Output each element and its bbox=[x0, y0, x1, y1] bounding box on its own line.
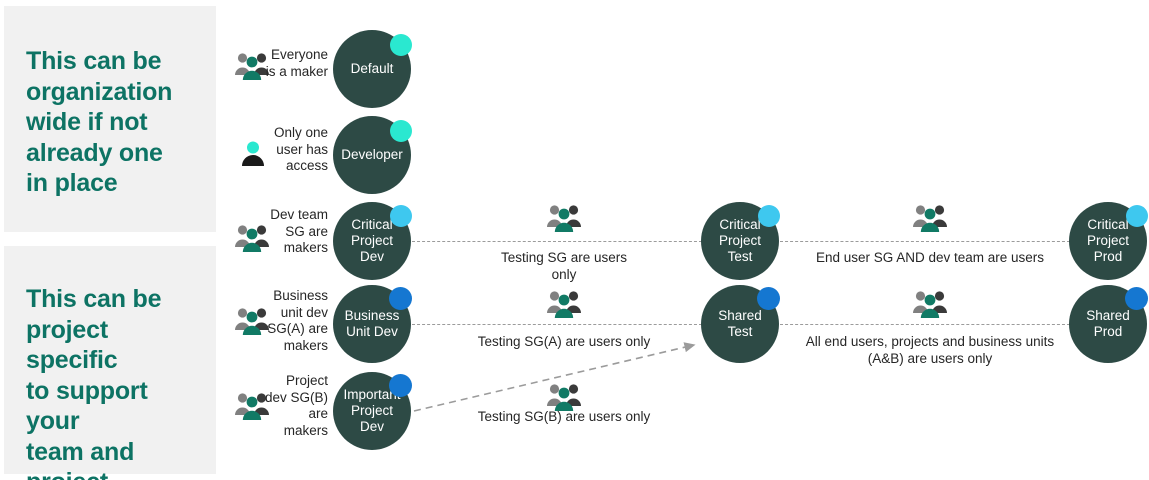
connector-critical-dev-to-test bbox=[412, 241, 702, 242]
connector-shared-test-to-prod bbox=[780, 324, 1070, 325]
single-person-icon bbox=[240, 140, 266, 168]
badge-business-unit-dev bbox=[389, 287, 412, 310]
badge-shared-test bbox=[757, 287, 780, 310]
node-default[interactable]: Default bbox=[333, 30, 412, 108]
group-of-three-people-icon bbox=[546, 381, 582, 413]
node-shared-test[interactable]: Shared Test bbox=[701, 285, 780, 363]
node-critical-project-prod[interactable]: Critical Project Prod bbox=[1069, 202, 1148, 280]
caption-testing-sg-users: Testing SG are users only bbox=[500, 250, 628, 282]
node-label-default: Default bbox=[350, 60, 394, 76]
badge-critical-project-dev bbox=[390, 205, 412, 227]
badge-critical-project-test bbox=[758, 205, 780, 227]
callout-box-organization: This can be organization wide if not alr… bbox=[4, 6, 216, 232]
badge-shared-prod bbox=[1125, 287, 1148, 310]
node-label-shared-test: Shared Test bbox=[718, 307, 762, 339]
group-of-three-people-icon bbox=[912, 202, 948, 234]
connector-shared-dev-to-test bbox=[412, 324, 702, 325]
badge-important-project-dev bbox=[389, 374, 412, 397]
group-of-three-people-icon bbox=[234, 390, 270, 422]
group-of-three-people-icon bbox=[546, 288, 582, 320]
callout-box-project: This can be project specific to support … bbox=[4, 246, 216, 480]
node-shared-prod[interactable]: Shared Prod bbox=[1069, 285, 1148, 363]
node-critical-project-test[interactable]: Critical Project Test bbox=[701, 202, 780, 280]
badge-developer bbox=[390, 120, 412, 142]
group-of-three-people-icon bbox=[912, 288, 948, 320]
node-label-business-unit-dev: Business Unit Dev bbox=[344, 307, 400, 339]
caption-testing-sgb-users: Testing SG(B) are users only bbox=[477, 409, 651, 424]
group-of-three-people-icon bbox=[234, 222, 270, 254]
caption-all-end-users: All end users, projects and business uni… bbox=[805, 334, 1055, 366]
caption-end-user-sg-dev-team: End user SG AND dev team are users bbox=[815, 250, 1045, 265]
node-label-critical-project-prod: Critical Project Prod bbox=[1086, 216, 1130, 265]
node-label-shared-prod: Shared Prod bbox=[1086, 307, 1130, 339]
node-developer[interactable]: Developer bbox=[333, 116, 412, 194]
badge-critical-project-prod bbox=[1126, 205, 1148, 227]
node-important-project-dev[interactable]: Important Project Dev bbox=[333, 372, 412, 450]
callout-text-project: This can be project specific to support … bbox=[26, 285, 162, 480]
group-of-three-people-icon bbox=[234, 305, 270, 337]
node-label-important-project-dev: Important Project Dev bbox=[343, 386, 401, 435]
caption-testing-sga-users: Testing SG(A) are users only bbox=[477, 334, 651, 349]
group-of-three-people-icon bbox=[546, 202, 582, 234]
node-critical-project-dev[interactable]: Critical Project Dev bbox=[333, 202, 412, 280]
node-label-critical-project-dev: Critical Project Dev bbox=[350, 216, 394, 265]
node-label-developer: Developer bbox=[341, 146, 403, 162]
row-label-default: Everyone is a maker bbox=[265, 47, 328, 79]
node-business-unit-dev[interactable]: Business Unit Dev bbox=[333, 285, 412, 363]
node-label-critical-project-test: Critical Project Test bbox=[718, 216, 762, 265]
row-label-critical-project: Dev team SG are makers bbox=[270, 207, 328, 256]
badge-default bbox=[390, 34, 412, 56]
group-of-three-people-icon bbox=[234, 50, 270, 82]
row-label-business-unit: Business unit dev SG(A) are makers bbox=[267, 288, 328, 353]
connector-critical-test-to-prod bbox=[780, 241, 1070, 242]
row-label-developer: Only one user has access bbox=[273, 125, 328, 174]
callout-text-organization: This can be organization wide if not alr… bbox=[26, 47, 173, 197]
row-label-important-project: Project dev SG(B) are makers bbox=[264, 373, 328, 438]
